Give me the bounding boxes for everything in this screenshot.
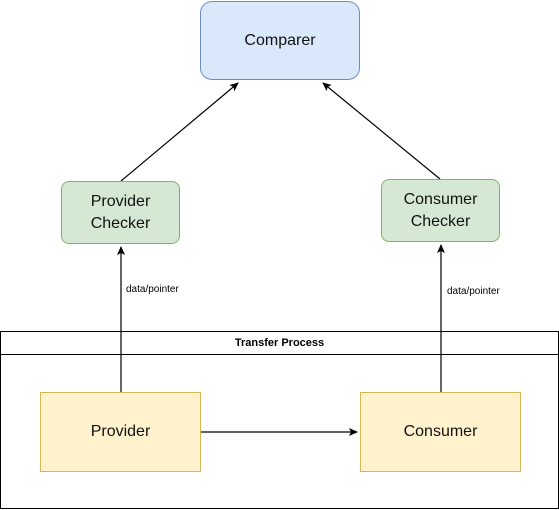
consumer-data-pointer-label: data/pointer	[446, 286, 501, 298]
edge-consumer-checker-to-comparer	[322, 82, 441, 180]
edge-provider-checker-to-comparer	[120, 82, 239, 182]
transfer-process-title: Transfer Process	[1, 332, 558, 355]
comparer-node[interactable]: Comparer	[200, 1, 360, 80]
provider-node[interactable]: Provider	[40, 392, 201, 472]
provider-checker-node[interactable]: Provider Checker	[61, 181, 180, 244]
consumer-checker-node[interactable]: Consumer Checker	[381, 179, 500, 242]
consumer-node[interactable]: Consumer	[360, 392, 521, 472]
provider-data-pointer-label: data/pointer	[125, 284, 180, 296]
